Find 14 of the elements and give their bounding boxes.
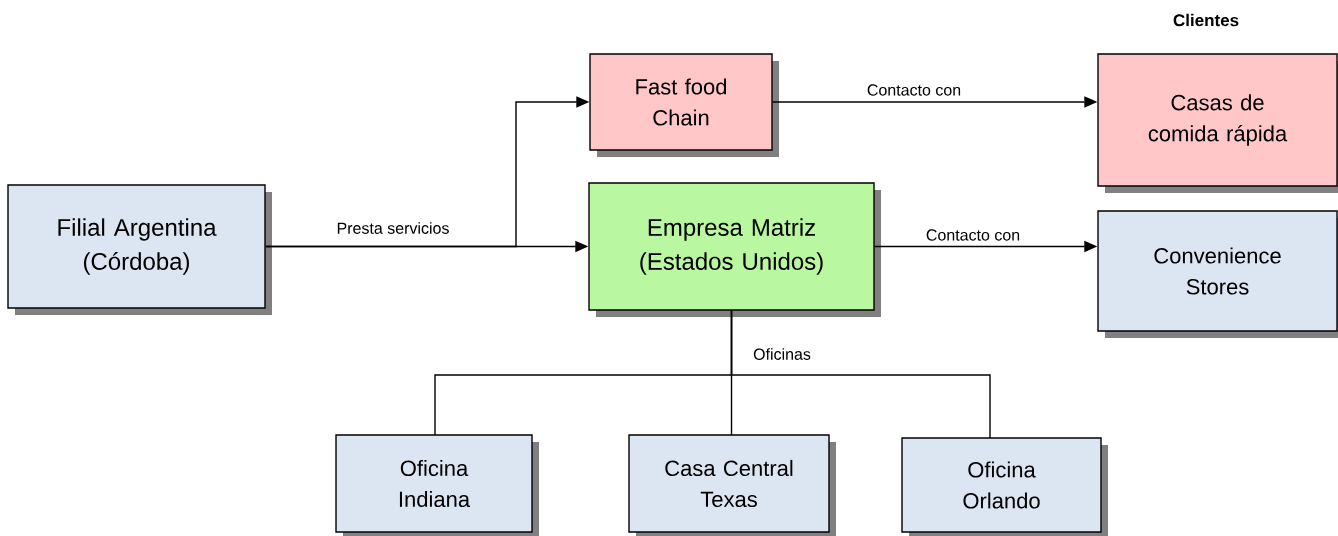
- process-box: Fast food Chain: [589, 53, 779, 157]
- heading-label: Clientes: [1173, 13, 1239, 27]
- connector-line: [730, 310, 991, 439]
- process-box: Oficina Indiana: [335, 434, 539, 536]
- edge-label: Presta servicios: [335, 221, 451, 235]
- process-box: Empresa Matriz (Estados Unidos): [588, 182, 881, 317]
- edge-label: Contacto con: [924, 228, 1022, 242]
- process-box: Casa Central Texas: [628, 434, 836, 536]
- edge-label: Oficinas: [752, 347, 812, 361]
- process-box: Oficina Orlando: [901, 437, 1108, 536]
- process-box: Filial Argentina (Córdoba): [7, 184, 272, 315]
- process-box: Convenience Stores: [1097, 210, 1338, 338]
- edge-label: Contacto con: [865, 83, 963, 97]
- process-box: Casas de comida rápida: [1097, 53, 1338, 193]
